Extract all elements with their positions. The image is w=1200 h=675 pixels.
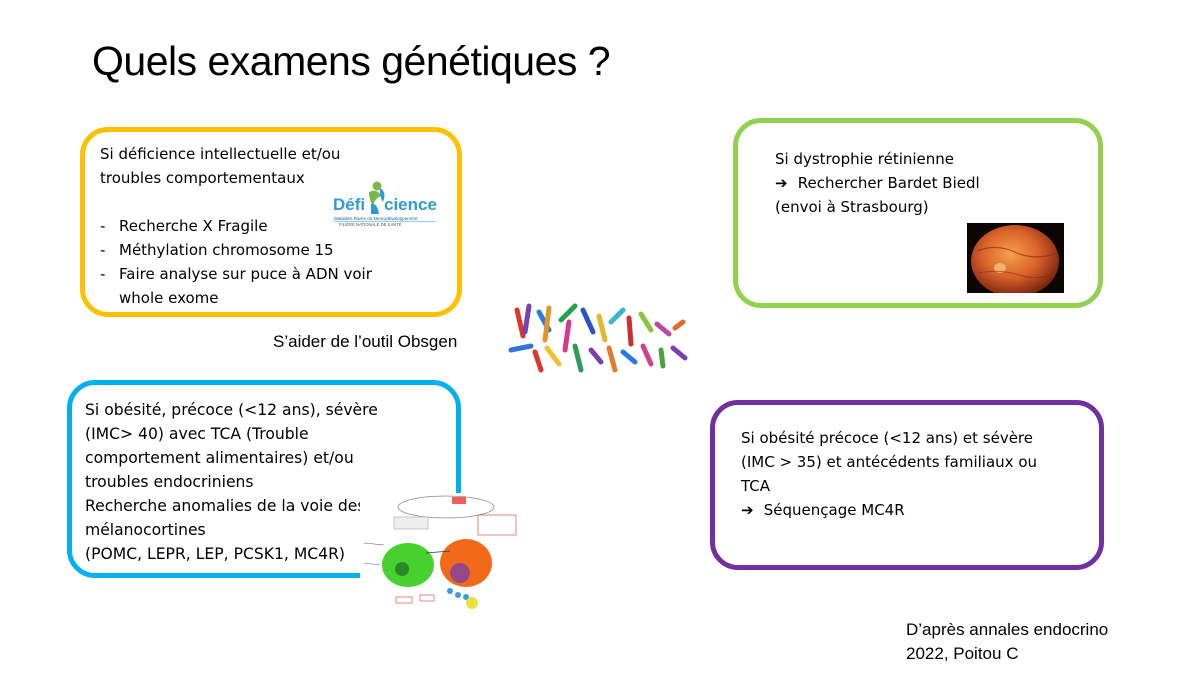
blue-box-line-7: (POMC, LEPR, LEP, PCSK1, MC4R) (85, 545, 345, 563)
logo-figure-icon (369, 181, 385, 214)
blue-box-line-2: (IMC> 40) avec TCA (Trouble (85, 425, 309, 443)
purple-box-line-3: TCA (741, 477, 771, 495)
melanocortin-pathway-diagram (360, 493, 532, 613)
dash-icon: - (100, 241, 106, 259)
retina-fundus-image (967, 223, 1064, 297)
blue-box-line-6: mélanocortines (85, 521, 206, 539)
purple-box-arrow-line: ➔ Séquençage MC4R (741, 498, 905, 522)
yellow-bullet-3-cont: whole exome (119, 289, 219, 307)
logo-sub-1: Maladies Rares du Neurodéveloppement (334, 216, 418, 221)
logo-text-a: Défi (333, 195, 365, 214)
dash-icon: - (100, 265, 106, 283)
purple-box-arrow-text: Séquençage MC4R (763, 501, 905, 519)
obsgen-tool-text: S’aider de l’outil Obsgen (273, 332, 458, 351)
bullet-text: Méthylation chromosome 15 (119, 241, 334, 259)
mc4r-box (710, 400, 1104, 570)
blue-box-line-5: Recherche anomalies de la voie des (85, 497, 366, 515)
arrow-right-icon: ➔ (775, 174, 788, 192)
blue-box-line-3: comportement alimentaires) et/ou (85, 449, 354, 467)
source-line-1: D’après annales endocrino (906, 620, 1109, 639)
green-box-line-1: Si dystrophie rétinienne (775, 150, 955, 168)
green-box-line-3: (envoi à Strasbourg) (775, 198, 929, 216)
bullet-text: Faire analyse sur puce à ADN voir (119, 265, 372, 283)
arrow-right-icon: ➔ (741, 501, 754, 519)
bullet-text: Recherche X Fragile (119, 217, 268, 235)
dash-icon: - (100, 217, 106, 235)
green-box-line-2: ➔ Rechercher Bardet Biedl (775, 171, 980, 195)
purple-box-line-1: Si obésité précoce (<12 ans) et sévère (741, 429, 1034, 447)
yellow-bullet-2: -Méthylation chromosome 15 (100, 238, 334, 262)
page-title: Quels examens génétiques ? (92, 38, 611, 84)
chromosomes-image (505, 300, 693, 378)
purple-box-line-2: (IMC > 35) et antécédents familiaux ou (741, 453, 1038, 471)
intellectual-deficiency-box (80, 127, 462, 317)
green-box-line-2-text: Rechercher Bardet Biedl (797, 174, 980, 192)
yellow-bullet-1: -Recherche X Fragile (100, 214, 268, 238)
source-line-2: 2022, Poitou C (906, 644, 1019, 663)
blue-box-line-4: troubles endocriniens (85, 473, 254, 491)
logo-sub-2: FILIÈRE NATIONALE DE SANTÉ (339, 222, 402, 227)
yellow-box-line-1: Si déficience intellectuelle et/ou (100, 145, 341, 163)
blue-box-line-1: Si obésité, précoce (<12 ans), sévère (85, 401, 378, 419)
yellow-bullet-3: -Faire analyse sur puce à ADN voir (100, 262, 372, 286)
defiscience-logo: Défi cience Maladies Rares du Neurodével… (333, 178, 437, 232)
yellow-box-line-2: troubles comportementaux (100, 169, 305, 187)
logo-text-b: cience (384, 195, 437, 214)
